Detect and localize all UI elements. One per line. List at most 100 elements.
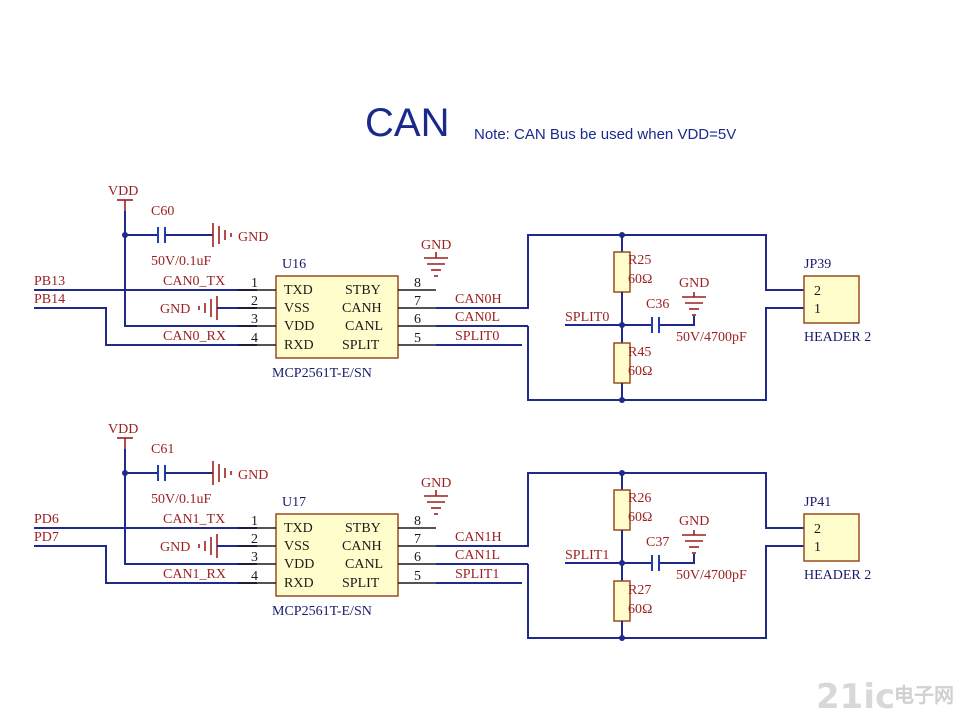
pin-number: 6 (414, 550, 421, 565)
pin-number: 4 (251, 569, 258, 584)
watermark-brand: 21ic (816, 677, 895, 717)
ic-body (275, 513, 399, 597)
ic-body (275, 275, 399, 359)
net-label: CAN0H (455, 292, 502, 307)
net-label: CAN0_TX (163, 274, 225, 289)
resistor-ref: R26 (628, 491, 651, 506)
gnd-label: GND (421, 476, 451, 491)
resistor-ref: R27 (628, 583, 651, 598)
pin-number: 8 (414, 276, 421, 291)
gnd-label: GND (679, 276, 709, 291)
ic-part: MCP2561T-E/SN (272, 604, 372, 619)
pin-name: CANH (342, 539, 382, 554)
resistor-value: 60Ω (628, 364, 652, 379)
net-label: SPLIT1 (455, 567, 499, 582)
net-label: PD7 (34, 530, 59, 545)
pin-number: 6 (414, 312, 421, 327)
ic-ref: U17 (282, 495, 306, 510)
pin-number: 7 (414, 532, 421, 547)
pin-name: RXD (284, 576, 314, 591)
gnd-label: GND (160, 540, 190, 555)
pin-name: CANH (342, 301, 382, 316)
header-ref: JP39 (804, 257, 831, 272)
cap-value: 50V/0.1uF (151, 492, 212, 507)
canh-bus (622, 234, 804, 291)
pin-number: 1 (251, 276, 258, 291)
pin-number: 7 (414, 294, 421, 309)
canl-bus (527, 545, 804, 639)
pin-number: 4 (251, 331, 258, 346)
cap-ref: C36 (646, 297, 669, 312)
gnd-label: GND (238, 230, 268, 245)
pin-name: SPLIT (342, 576, 380, 591)
net-label: CAN1L (455, 548, 500, 563)
pin-number: 3 (251, 550, 258, 565)
cap-wire (659, 316, 695, 326)
resistor-ref: R45 (628, 345, 651, 360)
vdd-wire (124, 211, 257, 327)
canh-bus (622, 472, 804, 529)
pin-name: VDD (284, 557, 314, 572)
canh-wire (436, 234, 622, 309)
header-pin: 2 (814, 284, 821, 299)
pin-number: 2 (251, 294, 258, 309)
pin-number: 2 (251, 532, 258, 547)
ground-icon (198, 296, 218, 320)
resistor-value: 60Ω (628, 510, 652, 525)
schematic-note: Note: CAN Bus be used when VDD=5V (474, 126, 736, 143)
header-name: HEADER 2 (804, 568, 871, 583)
cap-value: 50V/0.1uF (151, 254, 212, 269)
pin-number: 1 (251, 514, 258, 529)
ground-icon (212, 461, 232, 485)
pin-name: VSS (284, 301, 310, 316)
header-pin: 1 (814, 540, 821, 555)
cap-ref: C37 (646, 535, 669, 550)
resistor-value: 60Ω (628, 602, 652, 617)
net-label: SPLIT1 (565, 548, 609, 563)
pin-name: STBY (345, 283, 381, 298)
cap-ref: C61 (151, 442, 174, 457)
pin-name: CANL (345, 319, 383, 334)
net-label: CAN1_RX (163, 567, 226, 582)
header-pin: 1 (814, 302, 821, 317)
junction-dot (619, 397, 625, 403)
net-label: CAN1_TX (163, 512, 225, 527)
net-label: SPLIT0 (455, 329, 499, 344)
resistor-ref: R25 (628, 253, 651, 268)
junction-dot (619, 232, 625, 238)
header-body (803, 513, 860, 562)
ground-icon (212, 223, 232, 247)
net-label: CAN1H (455, 530, 502, 545)
gnd-label: GND (160, 302, 190, 317)
ground-icon (424, 490, 448, 515)
header-name: HEADER 2 (804, 330, 871, 345)
canl-bus (527, 307, 804, 401)
ground-icon (682, 530, 706, 554)
cap-wire (659, 554, 695, 564)
pin-name: TXD (284, 283, 313, 298)
pin-name: STBY (345, 521, 381, 536)
resistor-value: 60Ω (628, 272, 652, 287)
cap-value: 50V/4700pF (676, 330, 747, 345)
net-label: PB13 (34, 274, 65, 289)
gnd-label: GND (679, 514, 709, 529)
ic-part: MCP2561T-E/SN (272, 366, 372, 381)
pin-name: TXD (284, 521, 313, 536)
net-label: PD6 (34, 512, 59, 527)
net-label: CAN0L (455, 310, 500, 325)
pin-number: 8 (414, 514, 421, 529)
ground-icon (198, 534, 218, 558)
canh-wire (436, 472, 622, 547)
pin-number: 5 (414, 569, 421, 584)
pin-name: RXD (284, 338, 314, 353)
vdd-label: VDD (108, 184, 138, 199)
header-body (803, 275, 860, 324)
pin-name: CANL (345, 557, 383, 572)
ground-icon (682, 292, 706, 316)
can-circuit-1: VDD C61 50V/0.1uF GND PD6 PD7 CAN1_TX CA… (34, 422, 871, 641)
pin-name: SPLIT (342, 338, 380, 353)
net-label: SPLIT0 (565, 310, 609, 325)
header-pin: 2 (814, 522, 821, 537)
watermark-cn-text: 电子网 (894, 683, 954, 707)
